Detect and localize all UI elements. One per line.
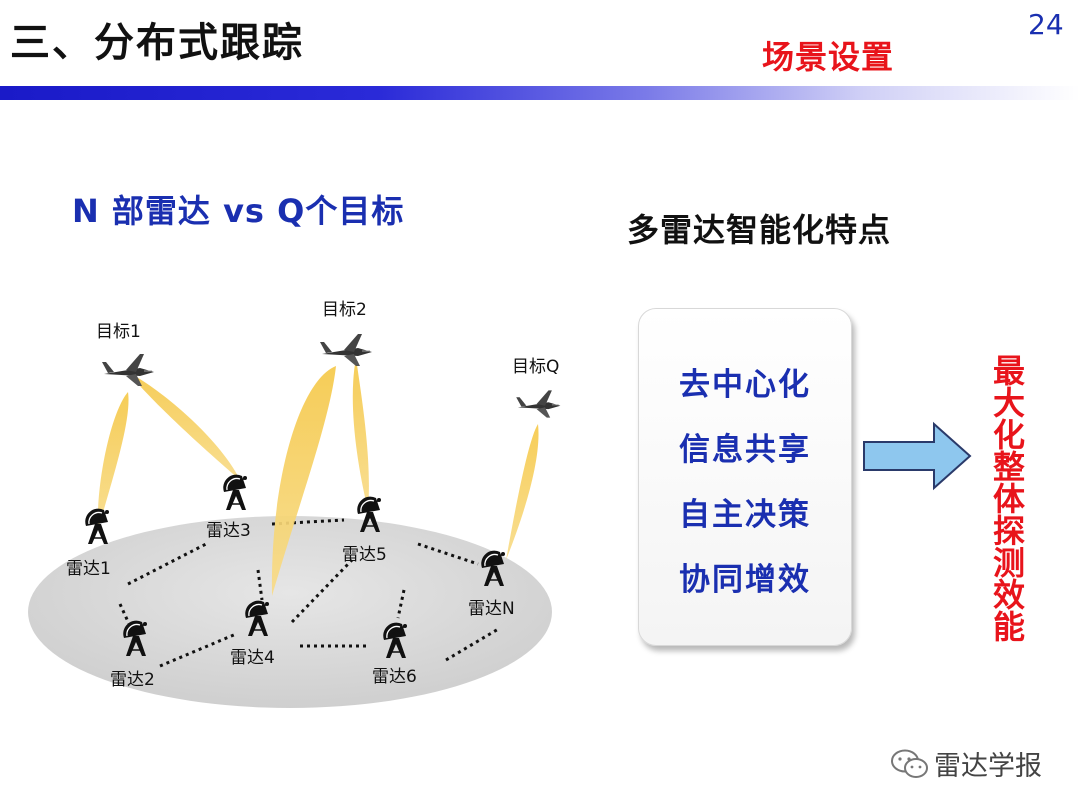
jet-icon (319, 333, 373, 367)
radar-label: 雷达2 (110, 670, 155, 690)
radar-label: 雷达6 (372, 667, 417, 687)
feature-item: 信息共享 (679, 432, 811, 468)
features-box: 去中心化 信息共享 自主决策 协同增效 (638, 308, 852, 646)
target-label: 目标2 (322, 300, 367, 320)
result-text: 最大化整体探测效能 (988, 354, 1026, 642)
radar-network-diagram: 目标1 目标2 目标Q 雷达1 雷达2 雷达3 雷达4 雷达5 雷达6 雷达N (28, 300, 561, 708)
title-gradient-bar (0, 86, 1080, 100)
section-tag: 场景设置 (762, 38, 895, 76)
ground-area (28, 516, 552, 708)
watermark-text: 雷达学报 (934, 751, 1042, 782)
radar-label: 雷达5 (342, 545, 387, 565)
radar-label: 雷达N (468, 599, 515, 619)
feature-item: 协同增效 (679, 562, 811, 598)
radar-beams (97, 358, 539, 596)
jet-icon (101, 353, 155, 387)
radar-label: 雷达1 (66, 559, 111, 579)
radar-dish-icon (84, 507, 110, 545)
feature-item: 自主决策 (679, 497, 811, 533)
jet-icon (515, 389, 561, 419)
target-label: 目标Q (512, 357, 559, 377)
slide-title: 三、分布式跟踪 (10, 20, 304, 66)
radar-label: 雷达4 (230, 648, 275, 668)
wechat-icon (891, 749, 928, 778)
radar-links (118, 518, 501, 668)
right-arrow-icon (863, 421, 972, 491)
features-heading: 多雷达智能化特点 (627, 211, 892, 249)
scenario-heading: N 部雷达 vs Q个目标 (72, 192, 405, 230)
page-number: 24 (1028, 8, 1064, 41)
radar-dish-icon (222, 473, 248, 511)
watermark: 雷达学报 (890, 744, 1042, 783)
radar-label: 雷达3 (206, 521, 251, 541)
target-label: 目标1 (96, 322, 141, 342)
feature-item: 去中心化 (679, 367, 811, 403)
